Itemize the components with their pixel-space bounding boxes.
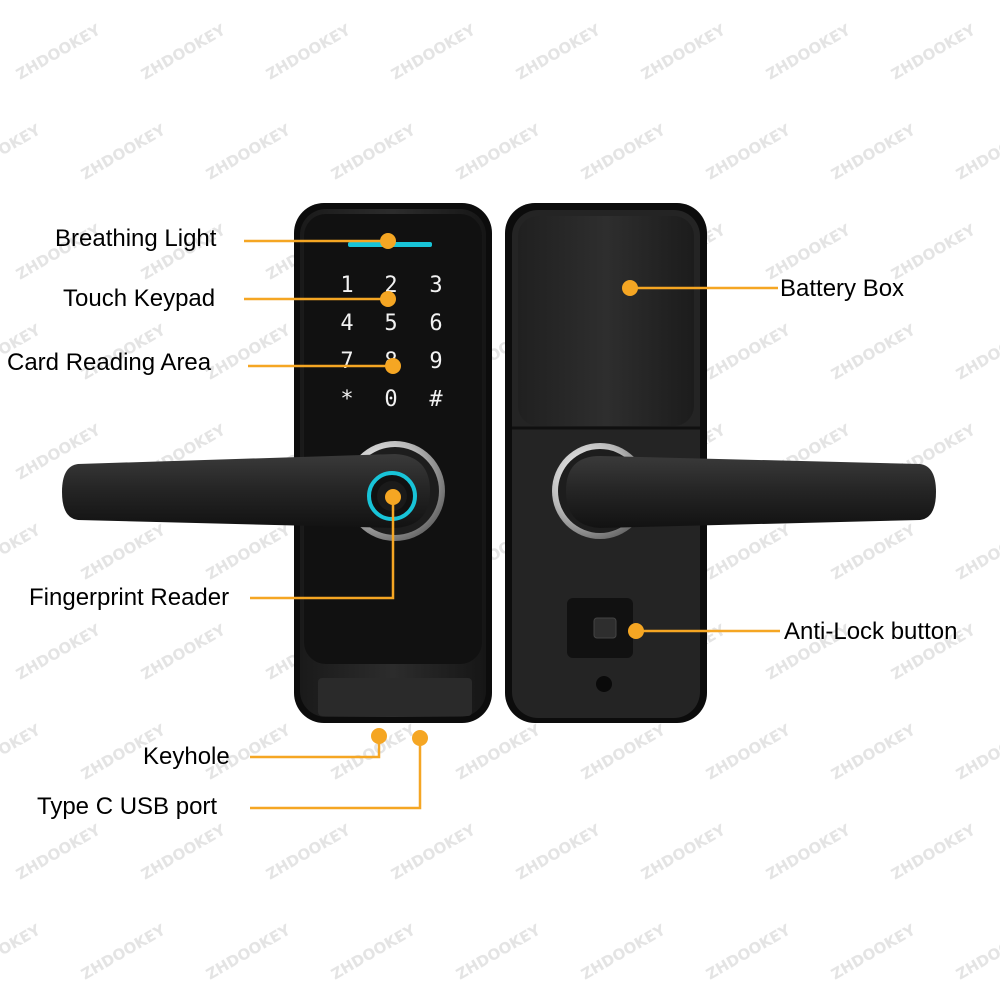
keypad-key: 3 bbox=[429, 273, 442, 298]
keypad-key: 1 bbox=[340, 273, 353, 298]
keypad-key: # bbox=[429, 387, 443, 412]
label-card-reading-area: Card Reading Area bbox=[7, 349, 212, 376]
rear-keyhole bbox=[596, 676, 612, 692]
front-handle bbox=[62, 441, 445, 541]
label-fingerprint-reader: Fingerprint Reader bbox=[29, 584, 230, 611]
callout-lines bbox=[244, 239, 780, 810]
label-anti-lock-button: Anti-Lock button bbox=[784, 618, 958, 645]
rear-handle bbox=[552, 443, 936, 539]
keypad-key: 7 bbox=[340, 349, 353, 374]
keypad-key: 6 bbox=[429, 311, 442, 336]
keypad-key: 5 bbox=[384, 311, 397, 336]
keypad-key: * bbox=[340, 387, 353, 412]
callout-dots bbox=[371, 233, 644, 746]
label-keyhole: Keyhole bbox=[143, 743, 230, 770]
label-breathing-light: Breathing Light bbox=[55, 225, 217, 252]
label-battery-box: Battery Box bbox=[780, 275, 905, 302]
keypad-key: 4 bbox=[340, 311, 353, 336]
label-touch-keypad: Touch Keypad bbox=[63, 285, 216, 312]
keypad-key: 0 bbox=[384, 387, 397, 412]
keypad-key: 9 bbox=[429, 349, 442, 374]
label-type-c-usb-port: Type C USB port bbox=[37, 793, 218, 820]
